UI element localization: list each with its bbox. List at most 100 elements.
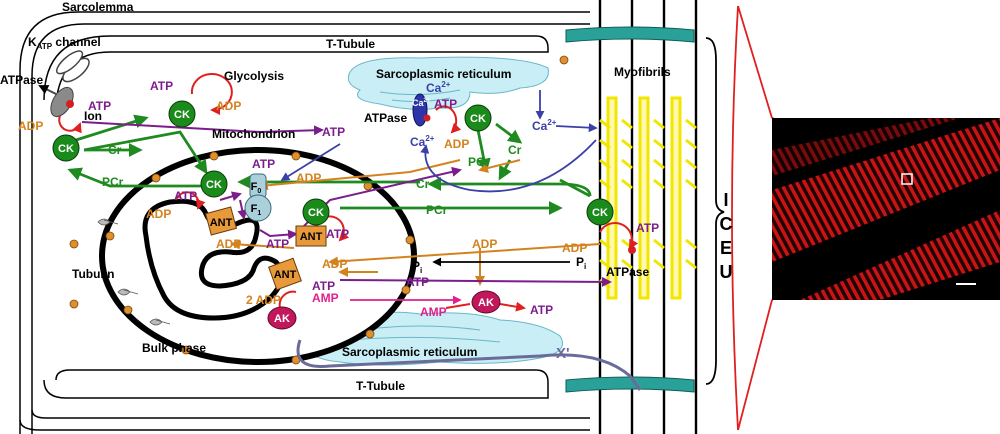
ck-label: CK (308, 207, 324, 219)
cr-label: Cr (108, 143, 122, 157)
ak-label: AK (274, 313, 290, 325)
glycolysis-label: Glycolysis (224, 69, 284, 83)
adp-label: ADP (296, 171, 321, 185)
ck-label: CK (174, 109, 190, 121)
atp-label: ATP (326, 227, 349, 241)
katp-channel-icon (55, 50, 90, 83)
ck-label: CK (592, 207, 608, 219)
adp-label: ADP (562, 241, 587, 255)
katp-channel-label: KATP channel (28, 35, 101, 51)
atp-label: ATP (322, 125, 345, 139)
calcium-label: Ca2+ (426, 80, 451, 95)
sr-bottom-label: Sarcoplasmic reticulum (342, 345, 477, 359)
iceu-letter-e: E (720, 238, 732, 258)
t-tubule-bottom-label: T-Tubule (356, 379, 405, 393)
t-tubule-top-label: T-Tubule (326, 37, 375, 51)
adp-labels: ADP ADP ADP ADP ADP ADP ADP ADP ADP 2 AD… (18, 99, 587, 307)
iceu-letter-c: C (720, 214, 733, 234)
atp-label: ATP (406, 275, 429, 289)
f1-label: F1 (251, 203, 262, 217)
ant-label: ANT (210, 217, 233, 229)
iceu-label: I C E U (720, 190, 733, 282)
calcium-label: Ca2+ (410, 134, 435, 149)
pcr-label: PCr (468, 155, 490, 169)
cr-label: Cr (416, 177, 430, 191)
adp-label: ADP (322, 257, 347, 271)
atp-label: ATP (252, 157, 275, 171)
atp-label: ATP (150, 79, 173, 93)
sarcolemma-label: Sarcolemma (62, 0, 134, 14)
pi-label: Pi (576, 255, 586, 271)
atp-labels: ATP ATP ATP ATP ATP ATP ATP ATP ATP ATP … (88, 79, 659, 317)
ant-labels: ANT ANT ANT (210, 217, 323, 281)
adp-label: ADP (472, 237, 497, 251)
mitochondrion (99, 147, 417, 365)
calcium-labels: Ca2+ Ca2+ Ca2+ Ca2+ (410, 80, 557, 149)
myofibrils-label: Myofibrils (614, 65, 671, 79)
myofibril-atpase-label: ATPase (606, 265, 649, 279)
ion-label: Ion (84, 109, 102, 123)
ant-label: ANT (274, 269, 297, 281)
sr-calcium-pump-icon (412, 93, 431, 127)
ck-label: CK (470, 113, 486, 125)
sarcolemma-membrane (19, 11, 590, 434)
adp-label: ADP (216, 99, 241, 113)
bulk-phase-label: Bulk phase (142, 341, 206, 355)
ak-label: AK (478, 297, 494, 309)
ck-label: CK (58, 143, 74, 155)
atp-label: ATP (88, 99, 111, 113)
ak-enzymes (267, 290, 501, 330)
myofibrils-graphic (599, 96, 697, 300)
atp-label: ATP (312, 279, 335, 293)
iceu-bracket (705, 37, 725, 385)
ck-label: CK (206, 179, 222, 191)
atp-label: ATP (530, 303, 553, 317)
intercalated-disc-top (565, 26, 695, 43)
ck-enzymes (52, 100, 614, 226)
ion-atpase-pump-icon (38, 85, 74, 118)
calcium-label: Ca2+ (532, 118, 557, 133)
f0-label: F0 (251, 181, 262, 195)
micrograph-image (772, 118, 1000, 300)
atp-synthase (244, 173, 272, 222)
x-label: X' (556, 345, 570, 362)
ion-atpase-label: ATPase (0, 73, 43, 87)
atp-synthase-labels: F0 F1 (251, 181, 262, 217)
phosphate-labels: Pi Pi (412, 255, 586, 275)
adp-label: ADP (146, 207, 171, 221)
t-tubule-bottom (19, 369, 590, 431)
amp-label: AMP (312, 291, 339, 305)
membrane-transporters (69, 55, 569, 365)
iceu-letter-i: I (723, 190, 728, 210)
tubulin-label: Tubulin (72, 267, 114, 281)
two-adp-label: 2 ADP (246, 293, 281, 307)
atp-label: ATP (636, 221, 659, 235)
iceu-letter-u: U (720, 262, 733, 282)
enzyme-labels: CK CK CK CK CK CK AK AK (58, 109, 608, 325)
atp-label: ATP (266, 237, 289, 251)
z-lines (598, 0, 698, 434)
atp-label: ATP (174, 189, 197, 203)
adp-label: ADP (18, 119, 43, 133)
structure-labels: Sarcolemma KATP channel T-Tubule T-Tubul… (0, 0, 671, 393)
atp-label: ATP (434, 97, 457, 111)
adp-label: ADP (216, 237, 241, 251)
tubulin-icons (97, 218, 171, 326)
orange-arrows (230, 159, 601, 286)
gray-arrow-x (296, 339, 642, 391)
sr-top-label: Sarcoplasmic reticulum (376, 67, 511, 81)
amp-label: AMP (420, 305, 447, 319)
amp-labels: AMP AMP (312, 291, 447, 319)
pcr-label: PCr (102, 175, 124, 189)
calcium-label: Ca2+ (412, 98, 431, 108)
creatine-labels: Cr PCr Cr PCr PCr Cr (102, 143, 522, 217)
pi-label: Pi (412, 259, 422, 275)
intercalated-disc-bottom (565, 376, 695, 393)
mitochondrion-label: Mitochondrion (212, 127, 295, 141)
pcr-label: PCr (426, 203, 448, 217)
ant-transporters (204, 206, 327, 291)
myofibril-atpase-dot (628, 246, 636, 254)
cr-label: Cr (508, 143, 522, 157)
sr-atpase-label: ATPase (364, 111, 407, 125)
